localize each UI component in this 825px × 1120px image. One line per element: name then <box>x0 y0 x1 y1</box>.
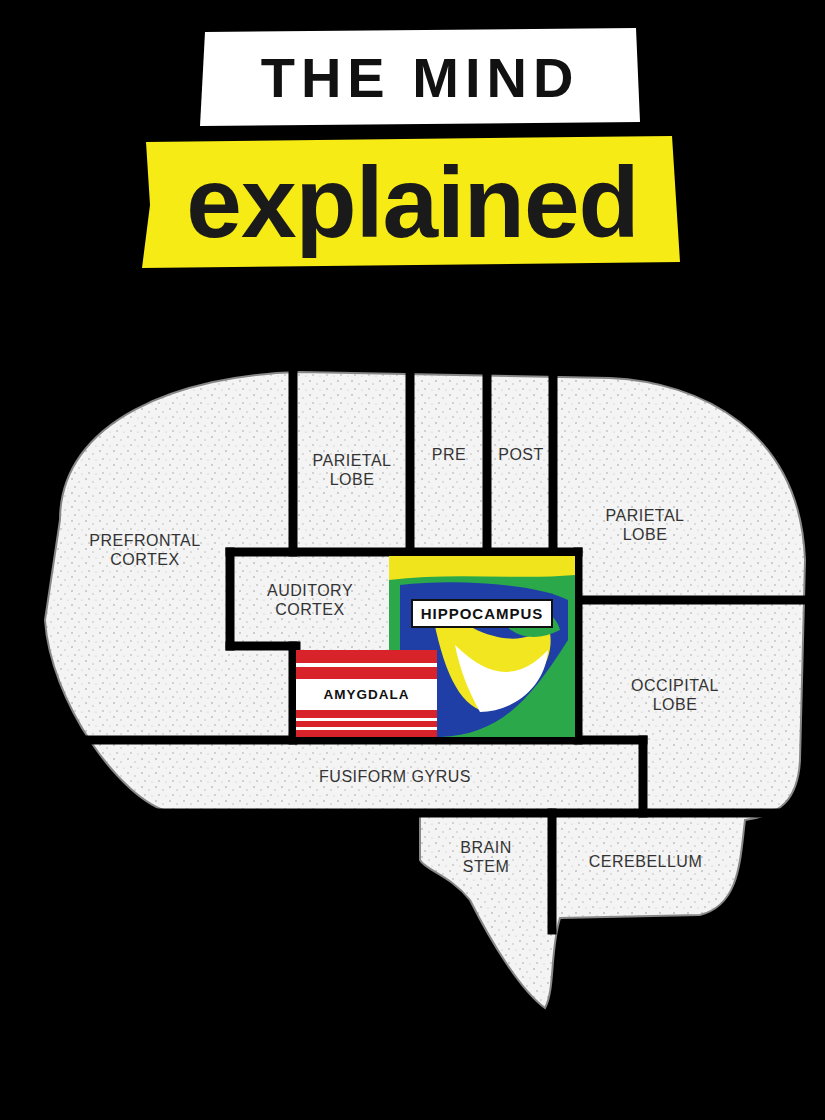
brain-outline <box>45 372 805 1008</box>
region-name: PRE <box>432 445 466 464</box>
region-name: OCCIPITAL LOBE <box>620 676 730 714</box>
white-band <box>200 28 640 126</box>
brain-region: FUSIFORM GYRUS <box>155 744 635 810</box>
brain-region: PARIETAL LOBE <box>298 425 406 515</box>
brain-region: PREFRONTAL CORTEX <box>65 500 225 600</box>
brain-region: POST <box>491 430 551 480</box>
brush-text: explained <box>186 152 638 252</box>
region-name: POST <box>498 445 544 464</box>
region-dividers <box>30 360 815 930</box>
title-band: THE MIND <box>205 34 635 120</box>
brain-region: OCCIPITAL LOBE <box>600 640 750 750</box>
brain-region: PARIETAL LOBE <box>575 480 715 570</box>
brain-region: CEREBELLUM <box>558 822 733 902</box>
amygdala-stripes <box>296 650 437 737</box>
brain-region: PRE <box>414 430 484 480</box>
hippocampus-label: HIPPOCAMPUS <box>389 590 575 636</box>
amyg-text: AMYGDALA <box>296 679 437 710</box>
region-name: BRAIN STEM <box>446 838 526 876</box>
region-name: PREFRONTAL CORTEX <box>80 531 210 569</box>
title-text: THE MIND <box>261 45 580 110</box>
region-name: AUDITORY CORTEX <box>250 581 370 619</box>
brain-region: BRAIN STEM <box>424 822 548 892</box>
region-name: PARIETAL LOBE <box>590 506 700 544</box>
yellow-brush <box>142 136 680 268</box>
region-name: PARIETAL LOBE <box>302 451 402 489</box>
hippo-text: HIPPOCAMPUS <box>411 599 554 628</box>
title-brush: explained <box>150 140 675 264</box>
region-name: FUSIFORM GYRUS <box>319 767 471 786</box>
amygdala-label: AMYGDALA <box>296 672 437 716</box>
brain-region: AUDITORY CORTEX <box>235 557 385 643</box>
region-name: CEREBELLUM <box>589 852 702 871</box>
